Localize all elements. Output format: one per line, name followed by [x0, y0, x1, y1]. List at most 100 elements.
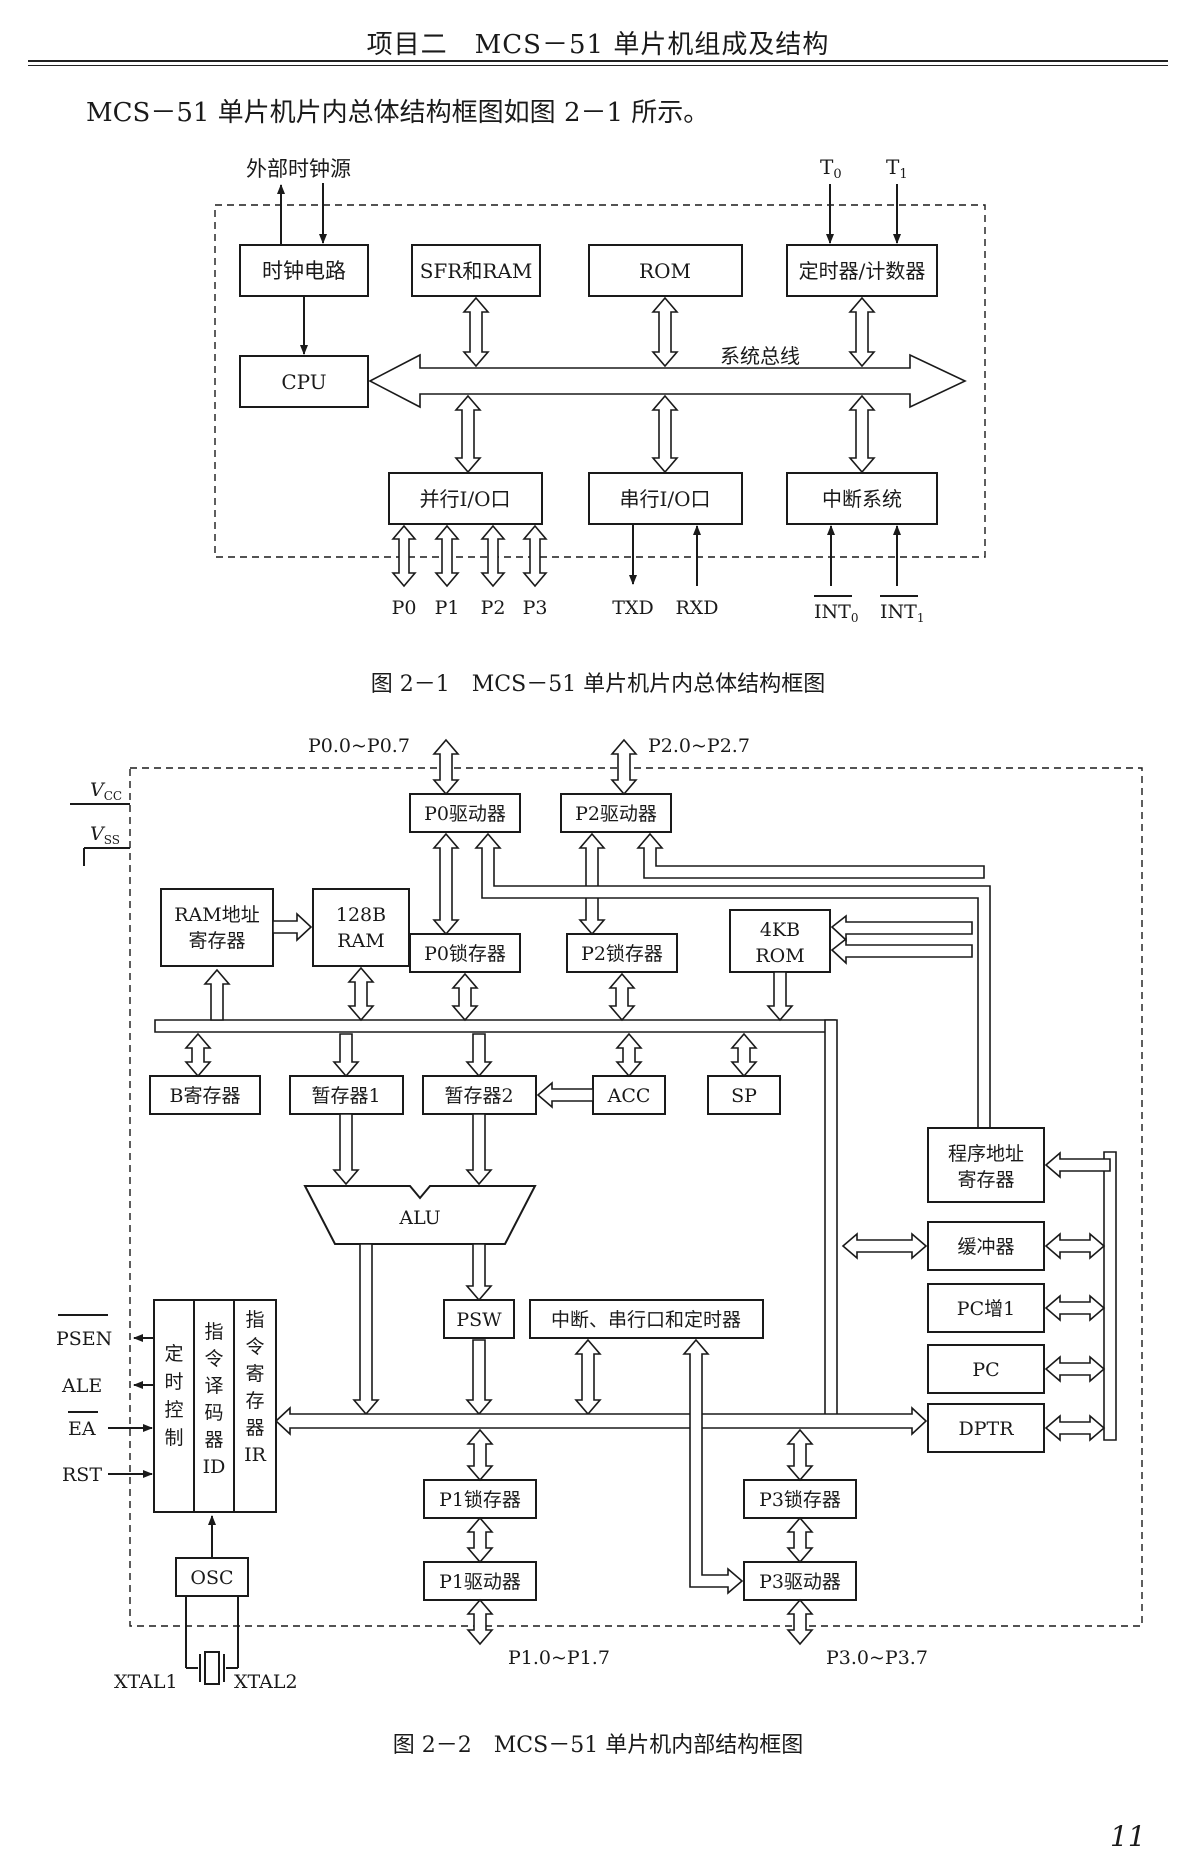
- b-register-label: B寄存器: [170, 1085, 241, 1107]
- internal-data-bus-right: [824, 1019, 838, 1421]
- interrupt-system-label: 中断系统: [822, 487, 902, 511]
- psw-box: [443, 1299, 515, 1339]
- ram-128b-label-2: RAM: [337, 930, 384, 952]
- rst-label: RST: [62, 1464, 102, 1486]
- inst-decoder-char: 码: [204, 1402, 223, 1424]
- ist-to-p3-driver-path: [682, 1338, 744, 1595]
- interrupt-serial-timer-label: 中断、串行口和定时器: [551, 1309, 741, 1331]
- p0-driver-label: P0驱动器: [424, 803, 506, 825]
- parallel-io-box: [388, 472, 543, 525]
- chip-boundary-2: [129, 767, 1143, 1627]
- p2-driver-box: [560, 793, 672, 833]
- ram-addr-to-ram-arrow: [272, 912, 313, 942]
- ist-bus-arrow: [574, 1338, 602, 1416]
- temp-register-2-label: 暂存器2: [444, 1085, 513, 1107]
- running-header: 项目二 MCS－51 单片机组成及结构: [366, 30, 830, 60]
- pc-increment-label: PC增1: [957, 1298, 1015, 1320]
- p1-latch-driver-arrow-2: [466, 1516, 494, 1564]
- p2-latch-driver-arrow: [578, 832, 606, 936]
- timing-ctrl-char: 制: [164, 1427, 183, 1449]
- system-bus-label: 系统总线: [720, 344, 800, 368]
- tmp1-to-alu-arrow: [332, 1113, 360, 1186]
- b-register-box: [149, 1075, 261, 1115]
- osc-label: OSC: [190, 1567, 233, 1589]
- ram-address-register-box: [160, 888, 274, 967]
- pc-addr-arrow: [1044, 1355, 1106, 1383]
- figure-2-1-caption: 图 2－1 MCS－51 单片机片内总体结构框图: [370, 672, 826, 697]
- figure-2-2-diagram: P0.0~P0.7 P2.0~P2.7 VCC VSS P0驱动器 P2驱动器 …: [56, 735, 1143, 1693]
- sio-bus-arrow: [651, 394, 679, 474]
- crystal-body: [204, 1651, 220, 1685]
- internal-data-bus: [154, 1019, 836, 1033]
- pio-bus-arrow: [454, 394, 482, 474]
- serial-io-box: [588, 472, 743, 525]
- program-address-register-box: [927, 1127, 1045, 1203]
- addr-to-rom-arrows: [830, 914, 973, 942]
- sfr-ram-label: SFR和RAM: [420, 259, 533, 283]
- dptr-box: [927, 1403, 1045, 1453]
- acc-bus-arrow: [615, 1032, 643, 1078]
- sfr-bus-arrow: [462, 296, 490, 368]
- timer-counter-label: 定时器/计数器: [799, 259, 926, 283]
- p3-driver-box: [743, 1561, 857, 1601]
- serial-io-label: 串行I/O口: [619, 487, 710, 511]
- ram-bus-arrow: [347, 966, 375, 1022]
- ale-label: ALE: [61, 1375, 102, 1397]
- external-clock-label: 外部时钟源: [246, 157, 351, 181]
- interrupt-serial-timer-box: [529, 1299, 764, 1339]
- p2-latch-bus-arrow: [608, 972, 636, 1022]
- rxd-label: RXD: [675, 597, 718, 619]
- inst-decoder-char: 译: [204, 1375, 223, 1397]
- p2-pins-label: P2.0~P2.7: [648, 735, 750, 757]
- inst-reg-char: 令: [245, 1336, 264, 1358]
- p1-pins-arrow: [466, 1598, 494, 1646]
- ram-128b-box: [312, 888, 410, 967]
- port-arrows-group: [391, 524, 548, 588]
- cpu-box: [239, 355, 369, 408]
- pc-box: [927, 1344, 1045, 1394]
- header-rule-thick: [28, 60, 1168, 62]
- figure-2-2-caption: 图 2－2 MCS－51 单片机内部结构框图: [392, 1733, 804, 1758]
- port-p1-label: P1: [435, 597, 460, 619]
- inst-reg-char: 寄: [245, 1363, 264, 1385]
- clock-circuit-box: [239, 244, 369, 297]
- p2-driver-label: P2驱动器: [575, 803, 657, 825]
- acc-box: [592, 1075, 666, 1115]
- port-p0-label: P0: [392, 597, 417, 619]
- xtal2-label: XTAL2: [234, 1671, 298, 1693]
- t0-label: T0: [820, 155, 842, 182]
- rom-4kb-label-2: ROM: [755, 945, 804, 967]
- dptr-addr-arrow: [1044, 1414, 1106, 1442]
- bus-to-p3-latch-arrow: [786, 1428, 814, 1482]
- timer-bus-arrow: [848, 296, 876, 368]
- port-arrow-2: [480, 524, 506, 588]
- vss-label: VSS: [90, 823, 120, 847]
- p1-latch-box: [423, 1479, 537, 1519]
- parallel-io-label: 并行I/O口: [419, 487, 510, 511]
- sfr-ram-box: [411, 244, 541, 297]
- inst-reg-char: 存: [245, 1390, 264, 1412]
- p2-latch-label: P2锁存器: [581, 943, 663, 965]
- dptr-label: DPTR: [959, 1418, 1015, 1440]
- p1-pins-label: P1.0~P1.7: [508, 1647, 610, 1669]
- acc-to-temp2-arrow: [536, 1081, 594, 1109]
- port-p3-label: P3: [523, 597, 548, 619]
- acc-label: ACC: [607, 1085, 651, 1107]
- addr-bus-to-prog-addr: [1044, 1151, 1111, 1179]
- pc-increment-box: [927, 1283, 1045, 1333]
- sp-bus-arrow: [730, 1032, 758, 1078]
- p3-driver-label: P3驱动器: [759, 1571, 841, 1593]
- program-address-register-label-2: 寄存器: [957, 1169, 1014, 1191]
- program-address-register-label-1: 程序地址: [948, 1143, 1024, 1165]
- ram-address-register-label-2: 寄存器: [188, 930, 245, 952]
- p0-latch-box: [409, 933, 521, 973]
- timing-ctrl-char: 控: [164, 1399, 183, 1421]
- psw-label: PSW: [456, 1309, 502, 1331]
- bus-to-buffer-arrow: [841, 1232, 928, 1260]
- rom-box: [588, 244, 743, 297]
- timing-ctrl-char: 时: [164, 1371, 183, 1393]
- cpu-label: CPU: [281, 370, 326, 394]
- port-arrow-0: [391, 524, 417, 588]
- inst-reg-char: 器: [245, 1417, 264, 1439]
